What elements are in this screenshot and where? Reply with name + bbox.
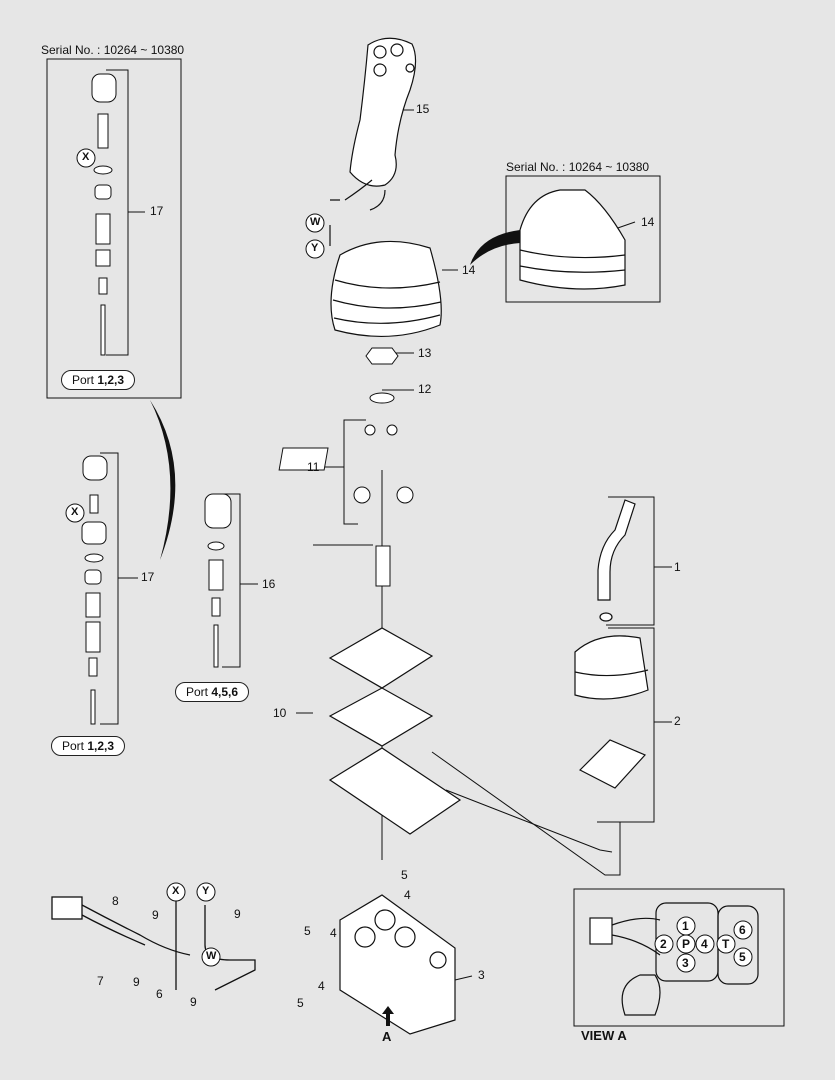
- rubber-boot: [330, 240, 442, 338]
- callout-7: 7: [97, 974, 104, 988]
- port-prefix: Port: [72, 373, 95, 387]
- callout-10: 10: [273, 706, 287, 720]
- callout-4-mid: 4: [330, 926, 337, 940]
- port-circle-6: [733, 920, 753, 940]
- circle-x-2: X: [71, 506, 79, 518]
- curved-arrow-left: [150, 400, 176, 560]
- arrow-a-icon: [382, 1006, 394, 1026]
- curved-arrow-right: [470, 230, 520, 265]
- view-a-port-6: 6: [739, 923, 746, 937]
- callout-5-bottom: 5: [297, 996, 304, 1010]
- port-circle-2: [654, 934, 674, 954]
- callout-13: 13: [418, 346, 432, 360]
- serial-label-right: Serial No. : 10264 ~ 10380: [506, 160, 650, 174]
- callout-4-bottom: 4: [318, 979, 325, 993]
- valve-body: [339, 894, 456, 1035]
- port-prefix: Port: [186, 685, 209, 699]
- callout-17-top: 17: [150, 204, 164, 218]
- callout-9-d: 9: [190, 995, 197, 1009]
- callout-5-top: 5: [401, 868, 408, 882]
- callout-12: 12: [418, 382, 432, 396]
- port-prefix: Port: [62, 739, 85, 753]
- view-a-port-4: 4: [701, 937, 708, 951]
- port-pill-123-top: Port 1,2,3: [61, 370, 136, 390]
- port-circle-4: [695, 934, 715, 954]
- callout-15: 15: [416, 102, 430, 116]
- port-value: 1,2,3: [87, 739, 115, 753]
- callout-2: 2: [674, 714, 681, 728]
- view-a-port-2: 2: [660, 937, 667, 951]
- port-circle-p: [676, 934, 696, 954]
- callout-9-b: 9: [133, 975, 140, 989]
- port-circle-t: [716, 934, 736, 954]
- serial-label-top-left: Serial No. : 10264 ~ 10380: [41, 43, 185, 57]
- callout-14-right: 14: [641, 215, 655, 229]
- circle-x-3: X: [172, 885, 180, 897]
- port-circle-5: [733, 947, 753, 967]
- callout-4-top: 4: [404, 888, 411, 902]
- callout-3: 3: [478, 968, 485, 982]
- circle-x-1: X: [82, 151, 90, 163]
- view-a-port-1: 1: [682, 919, 689, 933]
- view-a-port-p: P: [682, 937, 691, 951]
- circle-y-2: Y: [202, 885, 210, 897]
- port-pill-123-bottom: Port 1,2,3: [51, 736, 126, 756]
- view-a-box: [573, 888, 785, 1027]
- joystick-handle: [349, 37, 417, 187]
- view-a-port-t: T: [722, 937, 730, 951]
- callout-9-a: 9: [152, 908, 159, 922]
- callout-16: 16: [262, 577, 276, 591]
- circle-w-2: W: [206, 950, 217, 962]
- detail-box-port123-top: [46, 58, 182, 399]
- callout-11: 11: [307, 460, 320, 474]
- circle-y-1: Y: [311, 242, 319, 254]
- callout-5-mid: 5: [304, 924, 311, 938]
- callout-8: 8: [112, 894, 119, 908]
- callout-6: 6: [156, 987, 163, 1001]
- callout-1: 1: [674, 560, 681, 574]
- port-circle-3: [676, 953, 696, 973]
- port-value: 4,5,6: [211, 685, 239, 699]
- port-value: 1,2,3: [97, 373, 125, 387]
- callout-14: 14: [462, 263, 476, 277]
- callout-17-bottom: 17: [141, 570, 155, 584]
- callout-9-c: 9: [234, 907, 241, 921]
- view-a-label: VIEW A: [581, 1028, 627, 1043]
- arrow-a-label: A: [382, 1029, 392, 1044]
- view-a-port-3: 3: [682, 956, 689, 970]
- port-pill-456: Port 4,5,6: [175, 682, 250, 702]
- view-a-port-5: 5: [739, 950, 746, 964]
- circle-w-1: W: [310, 216, 321, 228]
